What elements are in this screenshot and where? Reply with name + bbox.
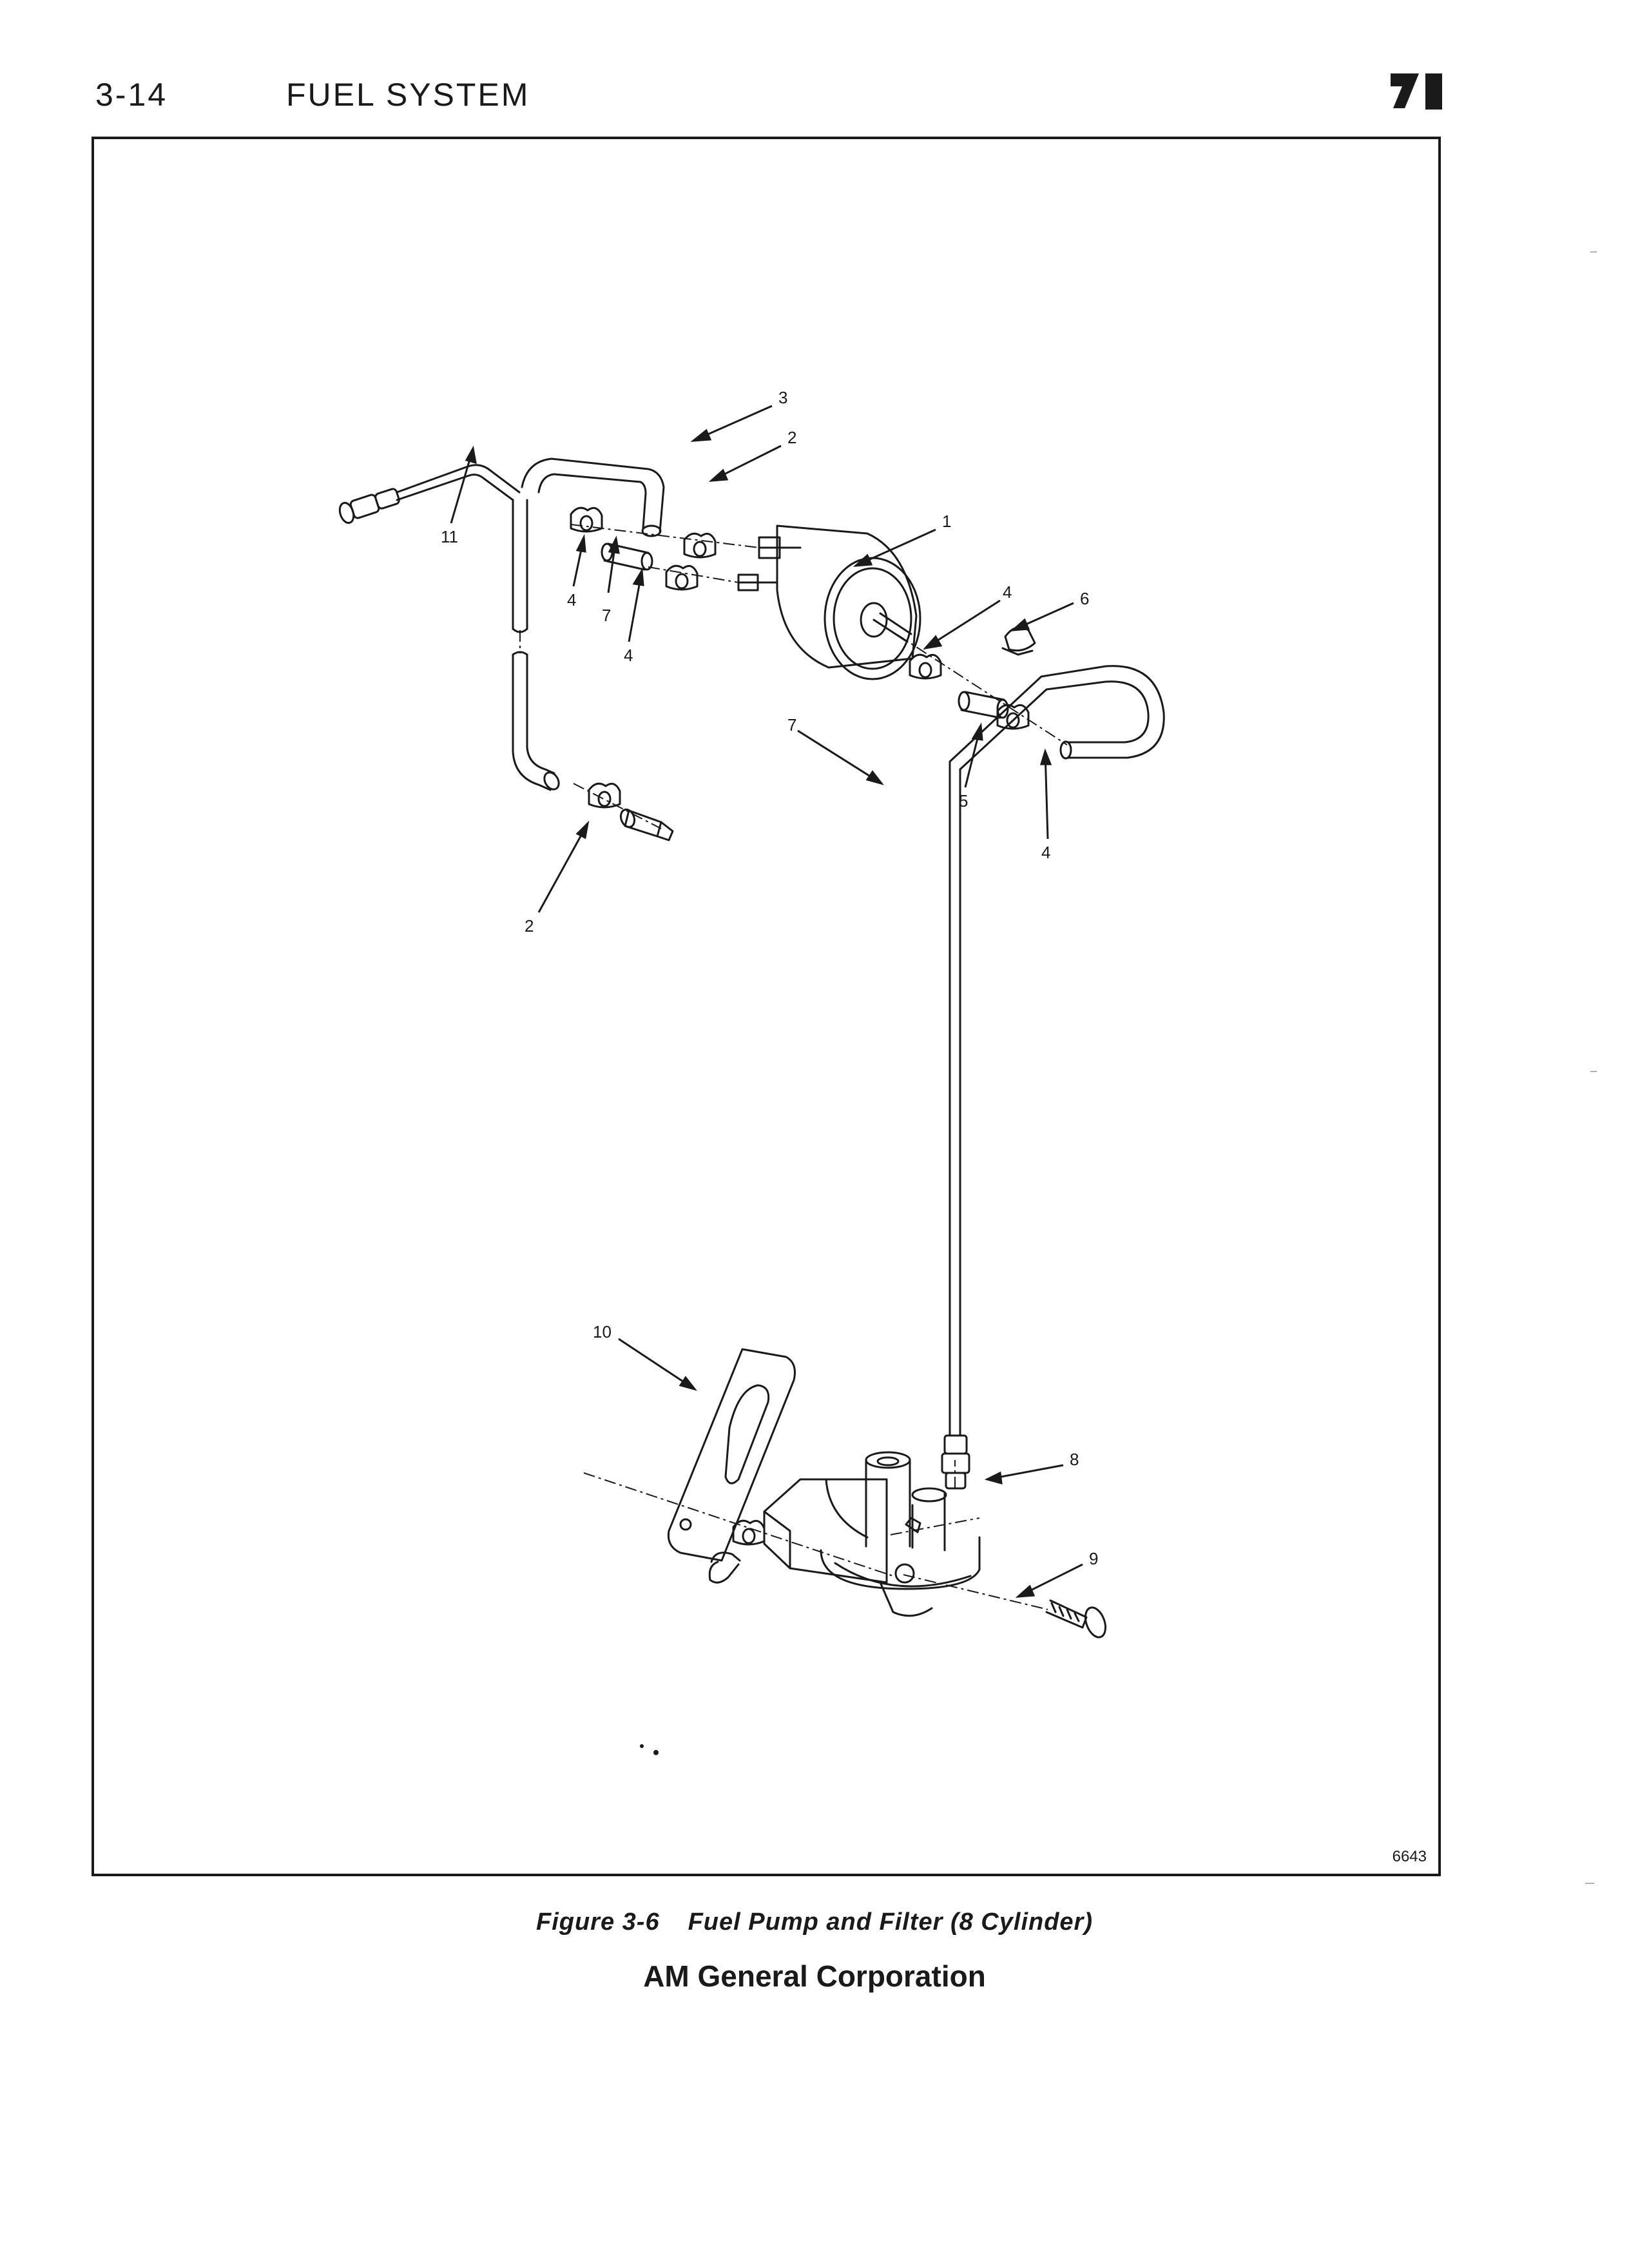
callout-label: 6 xyxy=(1080,589,1089,608)
hose-clamp-part xyxy=(996,704,1030,730)
page-number: 3-14 xyxy=(95,77,168,113)
brand-logo-icon xyxy=(1391,73,1442,110)
pump-gasket-part xyxy=(667,1348,796,1562)
page-header: 3-14 FUEL SYSTEM xyxy=(0,0,1629,129)
figure-caption: Figure 3-6 Fuel Pump and Filter (8 Cylind… xyxy=(0,1908,1629,1936)
pump-outlet-hose-part xyxy=(708,1552,741,1584)
vertical-hose-upper xyxy=(512,499,528,633)
callout-label: 8 xyxy=(1070,1450,1079,1469)
hose-clamp-part xyxy=(665,564,699,591)
hose-clamp-part xyxy=(683,532,717,559)
callout-label: 4 xyxy=(1041,843,1050,862)
callout-label: 2 xyxy=(525,916,534,936)
publisher-name: AM General Corporation xyxy=(643,1959,986,1993)
hose-clamp-part xyxy=(588,782,621,809)
margin-mark xyxy=(1590,251,1597,253)
callout-label: 7 xyxy=(787,715,796,735)
callout-label: 11 xyxy=(441,527,458,546)
callout-label: 10 xyxy=(593,1322,612,1341)
fuel-line-part xyxy=(338,464,521,524)
callout-label: 1 xyxy=(942,512,951,531)
hose-clip-part xyxy=(1001,626,1036,656)
exploded-view-diagram: 3 2 1 11 4 7 4 4 6 7 5 4 2 10 8 9 xyxy=(338,388,1165,1755)
figure-id-number: 6643 xyxy=(1392,1848,1427,1865)
fuel-pump-part xyxy=(763,1451,981,1617)
hose-clamp-part xyxy=(732,1519,766,1546)
callout-label: 9 xyxy=(1089,1549,1098,1568)
callout-label: 3 xyxy=(778,388,787,407)
figure-frame: 3 2 1 11 4 7 4 4 6 7 5 4 2 10 8 9 6643 xyxy=(92,137,1441,1876)
callout-label: 4 xyxy=(567,590,576,610)
short-hose-part xyxy=(601,543,653,571)
figure-caption-number: Figure 3-6 xyxy=(535,1908,660,1936)
callout-label: 4 xyxy=(1003,582,1012,602)
pump-bolt-part xyxy=(1045,1599,1107,1639)
callout-label: 5 xyxy=(959,791,968,811)
long-fuel-tube-part xyxy=(941,665,1165,1490)
callout-label: 7 xyxy=(602,606,611,625)
figure-caption-title: Fuel Pump and Filter (8 Cylinder) xyxy=(688,1908,1093,1936)
callout-label: 2 xyxy=(787,428,796,447)
inlet-fitting-part xyxy=(619,808,674,841)
hose-clamp-part xyxy=(570,506,603,533)
vertical-hose-lower xyxy=(512,651,560,791)
margin-mark xyxy=(1585,1883,1594,1884)
callout-label: 4 xyxy=(624,646,633,665)
curved-hose-part xyxy=(521,457,665,537)
hose-clamp-part xyxy=(909,653,942,680)
section-title: FUEL SYSTEM xyxy=(286,77,530,113)
margin-mark xyxy=(1590,1071,1597,1072)
